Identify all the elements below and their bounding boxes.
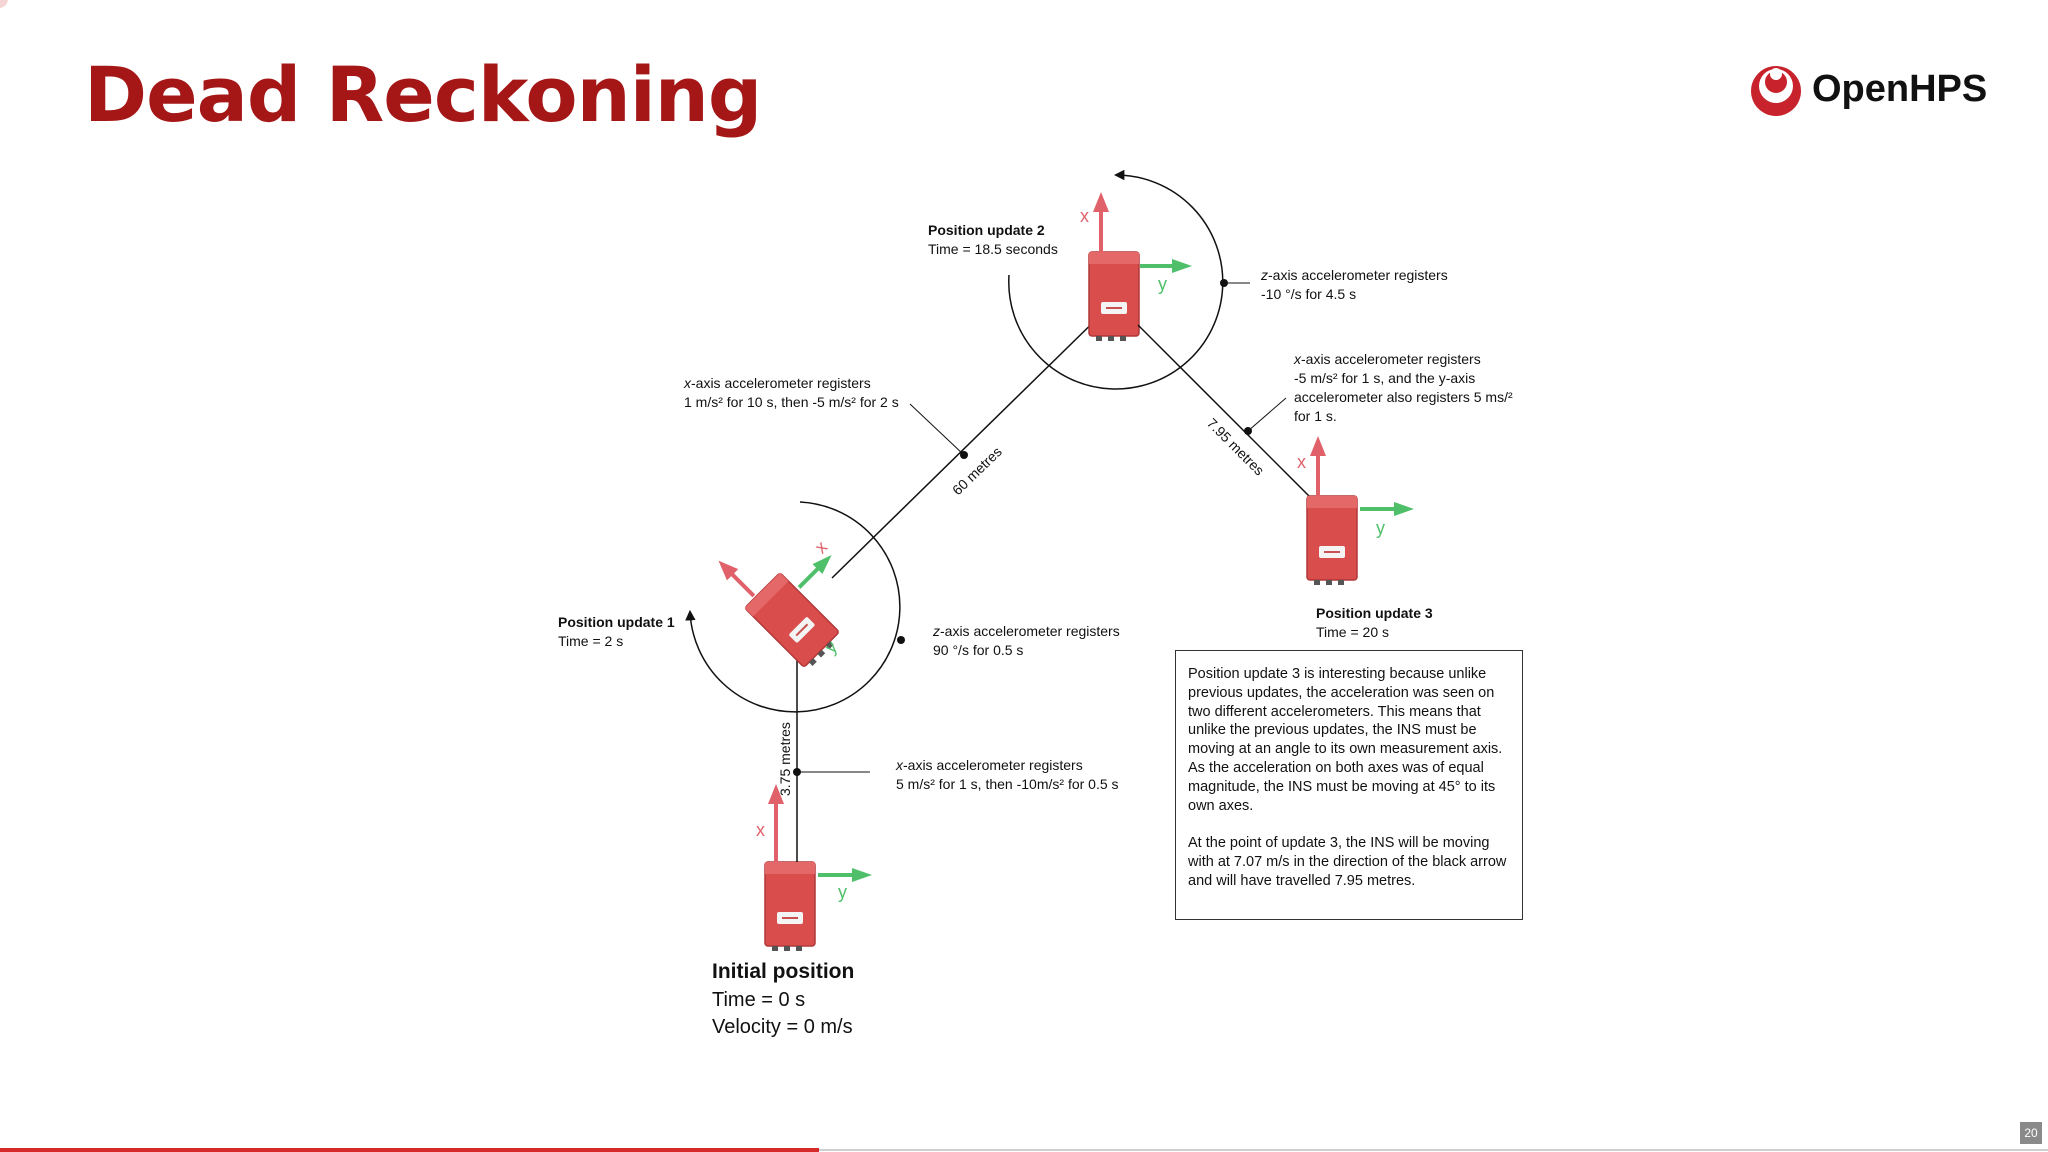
update2-title: Position update 2 (928, 222, 1045, 238)
initial-position-time: Time = 0 s (712, 989, 805, 1011)
annotation-a1: x-axis accelerometer registers (895, 757, 1083, 773)
slide-progress-track (819, 1149, 2048, 1151)
update1-time: Time = 2 s (558, 633, 623, 649)
device-update2: x y (1080, 192, 1192, 342)
device-update1 (718, 554, 844, 672)
logo-text: OpenHPS (1812, 68, 1988, 110)
explanation-box: Position update 3 is interesting because… (1175, 650, 1523, 920)
annotation-a5-line3: accelerometer also registers 5 ms/² (1294, 389, 1513, 405)
annotation-a2: z-axis accelerometer registers (932, 623, 1120, 639)
slide-progress-fill (0, 1148, 819, 1152)
path-segment-3 (1137, 324, 1342, 529)
openhps-logo-icon (1751, 66, 1801, 116)
initial-position-velocity: Velocity = 0 m/s (712, 1016, 853, 1038)
initial-position-title: Initial position (712, 960, 854, 983)
ins-device-icon (743, 571, 844, 672)
page-number: 20 (2020, 1122, 2042, 1144)
ins-device-icon (764, 861, 816, 952)
annotation-a4: z-axis accelerometer registers (1260, 267, 1448, 283)
distance-label-seg2: 60 metres (949, 443, 1005, 498)
annotation-a3-line2: 1 m/s² for 10 s, then -5 m/s² for 2 s (684, 394, 899, 410)
update1-title: Position update 1 (558, 614, 675, 630)
x-axis-label: x (756, 820, 765, 840)
annotation-a3: x-axis accelerometer registers (683, 375, 871, 391)
y-axis-label: y (838, 882, 847, 902)
openhps-logo: OpenHPS (1748, 60, 1987, 120)
distance-label-seg3: 7.95 metres (1204, 415, 1268, 479)
ins-device-icon (1088, 251, 1140, 342)
x-axis-label: x (1080, 206, 1089, 226)
path-segment-2 (831, 300, 1116, 579)
annotation-a1-line2: 5 m/s² for 1 s, then -10m/s² for 0.5 s (896, 776, 1119, 792)
explanation-paragraph-2: At the point of update 3, the INS will b… (1188, 835, 1507, 889)
x-axis-label: x (811, 537, 832, 558)
y-axis-label: y (1158, 274, 1167, 294)
distance-label-seg1: 3.75 metres (777, 722, 793, 796)
annotation-a2-line2: 90 °/s for 0.5 s (933, 642, 1023, 658)
ins-device-icon (1306, 495, 1358, 586)
annotation-a4-line2: -10 °/s for 4.5 s (1261, 286, 1356, 302)
annotation-a5-line4: for 1 s. (1294, 408, 1337, 424)
update3-time: Time = 20 s (1316, 624, 1389, 640)
update3-title: Position update 3 (1316, 605, 1433, 621)
annotation-a5-line2: -5 m/s² for 1 s, and the y-axis (1294, 370, 1475, 386)
y-axis-label: y (1376, 518, 1385, 538)
rotation-arc-2 (1008, 169, 1224, 390)
leader-line (1247, 397, 1287, 432)
device-update3: x y (1297, 436, 1414, 586)
slide-title: Dead Reckoning (84, 50, 762, 139)
update2-time: Time = 18.5 seconds (928, 241, 1058, 257)
annotation-a5: x-axis accelerometer registers (1293, 351, 1481, 367)
x-axis-label: x (1297, 452, 1306, 472)
explanation-paragraph-1: Position update 3 is interesting because… (1188, 666, 1503, 814)
device-initial: x y (756, 784, 872, 952)
rotation-arc-1 (685, 501, 901, 713)
corner-accent (0, 0, 8, 8)
leader-line (909, 403, 965, 456)
